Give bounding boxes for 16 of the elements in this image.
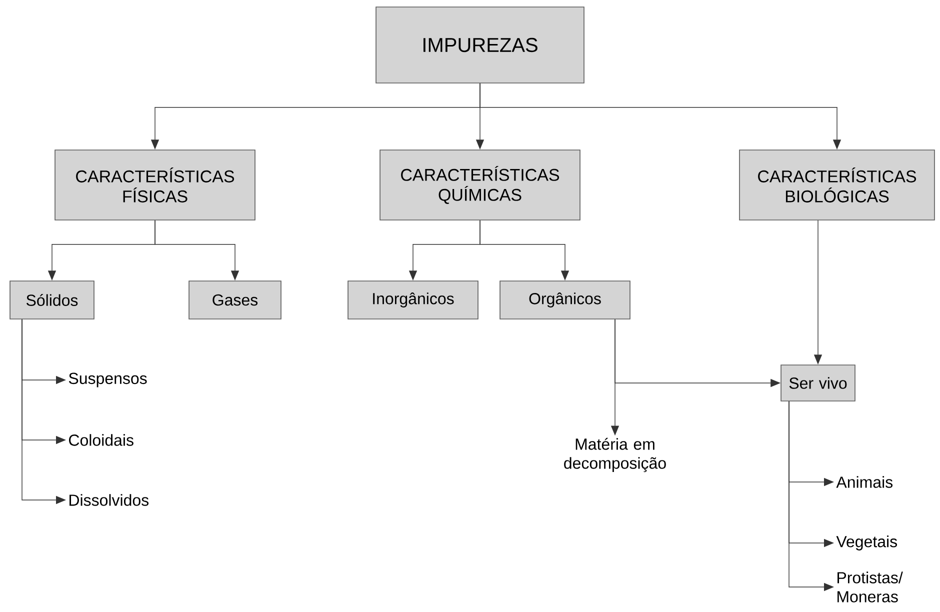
item-box: Orgânicos (500, 280, 630, 320)
item-label: Vegetais (836, 536, 897, 550)
category-box: CARACTERÍSTICAS QUÍMICAS (380, 150, 580, 220)
category-box: CARACTERÍSTICAS FÍSICAS (54, 150, 256, 220)
item-box: Ser vivo (780, 364, 856, 402)
item-box: Inorgânicos (348, 280, 478, 320)
item-label: Dissolvidos (70, 494, 149, 506)
item-label: Protistas/ Moneras (838, 572, 903, 602)
item-box: Gases (188, 280, 282, 320)
item-box: Sólidos (10, 280, 94, 320)
title-box: IMPUREZAS (376, 6, 584, 84)
item-label: Suspensos (68, 372, 147, 388)
item-label: Coloidais (69, 434, 134, 446)
item-label: Matéria em decomposição (564, 438, 666, 472)
category-box: CARACTERÍSTICAS BIOLÓGICAS (739, 150, 935, 220)
item-label: Animais (836, 476, 893, 488)
